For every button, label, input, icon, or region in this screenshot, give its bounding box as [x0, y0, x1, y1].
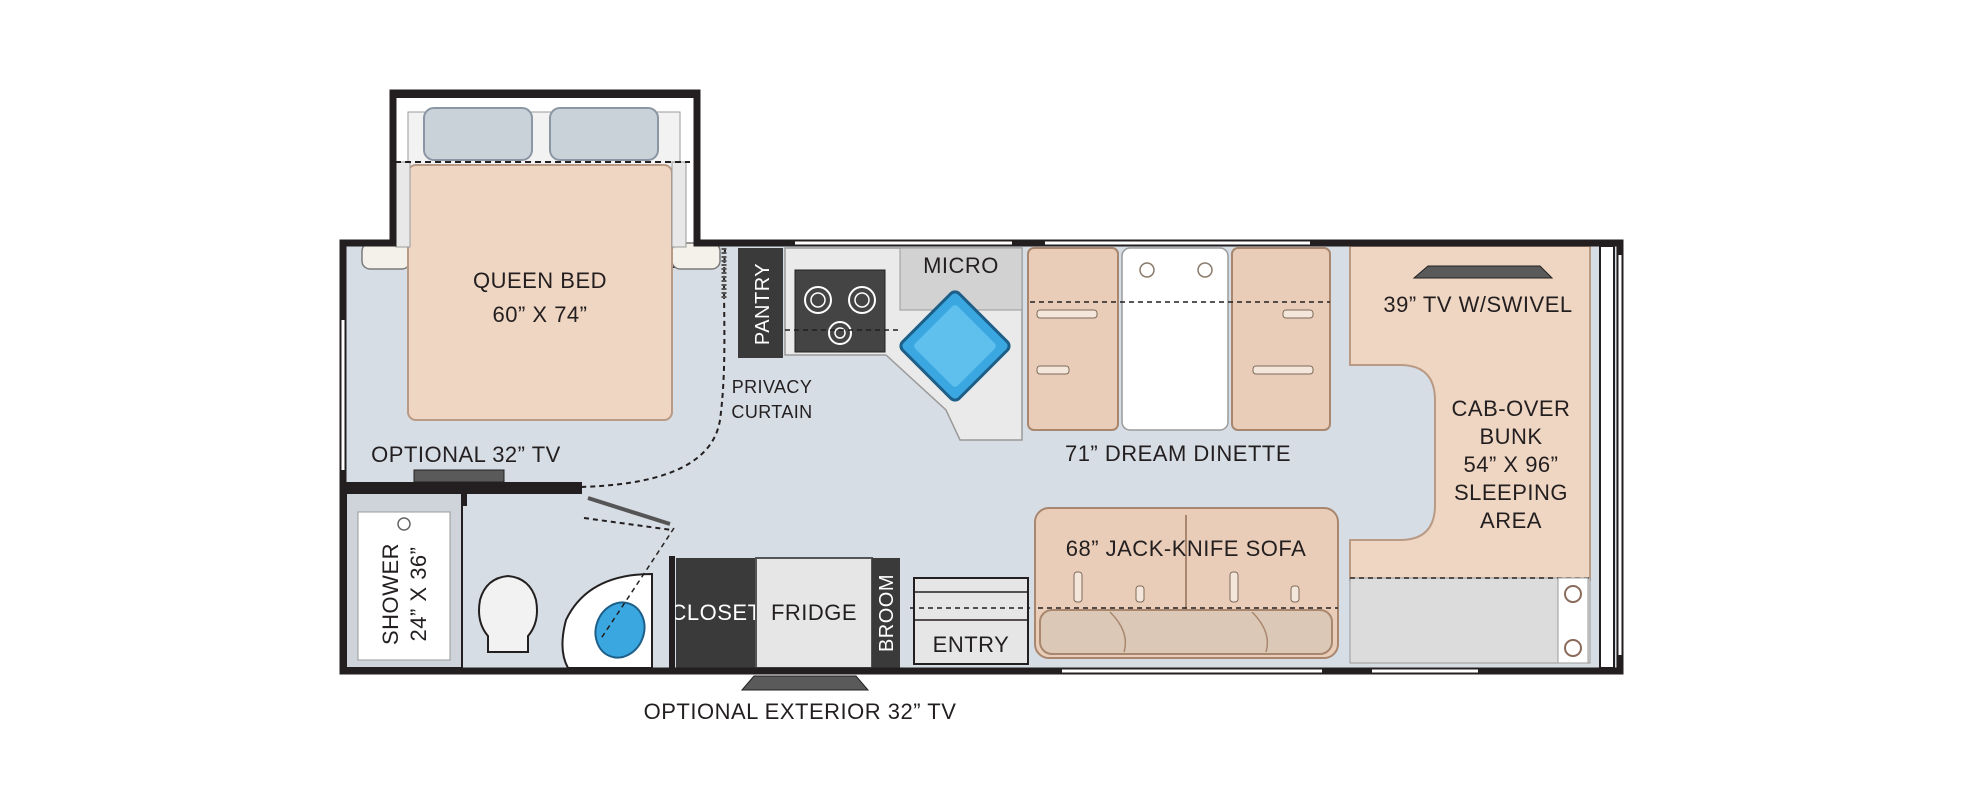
cab-dark-rail — [1599, 245, 1615, 669]
fridge-label: FRIDGE — [771, 600, 857, 625]
tv-swivel: 39” TV W/SWIVEL — [1383, 265, 1572, 317]
burner-3 — [828, 321, 852, 345]
broom-closet: BROOM — [872, 558, 900, 668]
exterior-tv: OPTIONAL EXTERIOR 32” TV — [644, 675, 957, 724]
bunk-label-line3: 54” X 96” — [1464, 452, 1559, 477]
burner-1 — [804, 286, 832, 314]
bunk-label-line2: BUNK — [1479, 424, 1542, 449]
pillow-right — [549, 107, 659, 161]
walls — [339, 89, 1624, 675]
tv-swivel-label: 39” TV W/SWIVEL — [1383, 292, 1572, 317]
entry: ENTRY — [910, 577, 1030, 665]
entry-label: ENTRY — [933, 632, 1010, 657]
privacy-curtain-label-line1: PRIVACY — [732, 377, 813, 397]
exterior-tv-label: OPTIONAL EXTERIOR 32” TV — [644, 699, 957, 724]
cab-over-bunk: CAB-OVER BUNK 54” X 96” SLEEPING AREA — [1349, 245, 1591, 664]
broom-label: BROOM — [876, 574, 898, 652]
fridge: FRIDGE — [755, 557, 873, 669]
bunk-label-line1: CAB-OVER — [1452, 396, 1571, 421]
toilet-icon — [478, 574, 538, 653]
windows — [341, 241, 1622, 673]
dinette-label: 71” DREAM DINETTE — [1065, 441, 1291, 466]
kitchen-sink — [899, 290, 1011, 402]
micro-label: MICRO — [923, 253, 999, 278]
sofa-label: 68” JACK-KNIFE SOFA — [1066, 536, 1307, 561]
pantry-label: PANTRY — [752, 263, 774, 345]
jack-knife-sofa: 68” JACK-KNIFE SOFA — [1034, 507, 1339, 659]
queen-bed: QUEEN BED 60” X 74” — [395, 107, 690, 421]
privacy-curtain-label-line2: CURTAIN — [731, 402, 812, 422]
closet-label: CLOSET — [670, 600, 761, 625]
optional-tv: OPTIONAL 32” TV — [371, 442, 561, 483]
closet: CLOSET — [670, 558, 761, 668]
bathroom: SHOWER 24” X 36” — [345, 489, 675, 669]
pantry: PANTRY — [738, 248, 783, 358]
burner-2 — [848, 286, 876, 314]
cooktop — [794, 269, 886, 353]
queen-bed-label-line1: QUEEN BED — [473, 268, 607, 293]
optional-tv-label: OPTIONAL 32” TV — [371, 442, 561, 467]
dream-dinette: 71” DREAM DINETTE — [1027, 247, 1331, 466]
queen-bed-label-line2: 60” X 74” — [493, 302, 588, 327]
privacy-curtain: PRIVACY CURTAIN — [579, 248, 813, 488]
bunk-label-line4: SLEEPING — [1454, 480, 1568, 505]
pillow-left — [423, 107, 533, 161]
shower-label-line2: 24” X 36” — [406, 547, 431, 642]
bunk-label-line5: AREA — [1480, 508, 1542, 533]
shower-label-line1: SHOWER — [378, 543, 403, 645]
